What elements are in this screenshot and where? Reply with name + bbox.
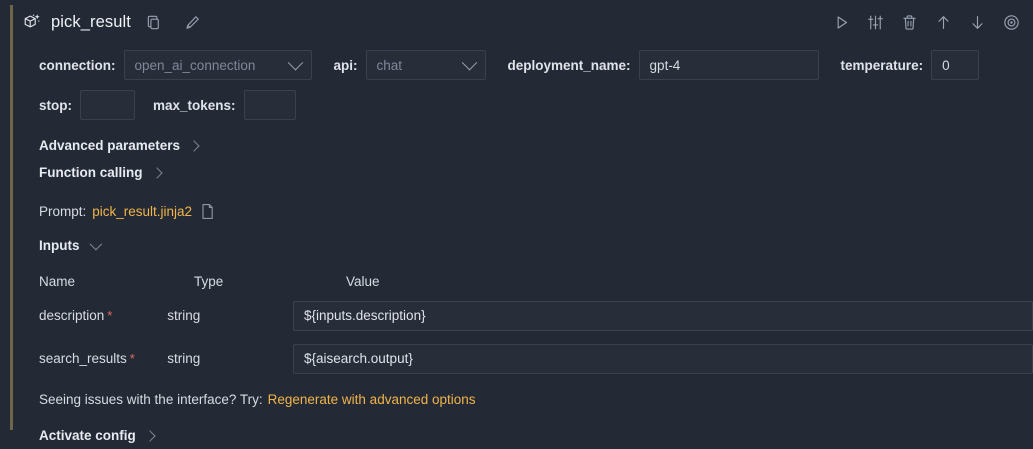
stop-label: stop: [39,97,72,113]
temperature-input[interactable]: 0 [931,50,980,80]
function-calling-label: Function calling [39,165,143,180]
api-label: api: [333,57,358,73]
inputs-section[interactable]: Inputs [0,232,1033,259]
deployment-name-value: gpt-4 [649,57,681,73]
api-select[interactable]: chat [365,50,486,80]
page-title: pick_result [51,12,131,31]
advanced-parameters-section[interactable]: Advanced parameters [0,132,1033,159]
activate-config-label: Activate config [39,428,136,443]
regenerate-hint-row: Seeing issues with the interface? Try: R… [0,386,1033,412]
advanced-parameters-label: Advanced parameters [39,138,181,153]
stop-input[interactable] [80,90,135,120]
input-name-text: search_results [39,351,127,366]
input-value-cell: ${inputs.description} [293,300,1033,331]
params-row-secondary: stop: max_tokens: [0,86,1033,124]
cube-sparkle-icon [22,12,42,32]
temperature-label: temperature: [840,57,924,73]
connection-value: open_ai_connection [134,57,256,73]
activate-config-section[interactable]: Activate config [0,422,1033,449]
column-header-value: Value [346,273,380,289]
input-value-cell: ${aisearch.output} [293,343,1033,374]
column-header-name: Name [39,273,76,289]
max-tokens-input[interactable] [243,90,296,120]
api-value: chat [376,57,403,73]
node-header: pick_result [0,0,1033,44]
table-row: description* string ${inputs.description… [39,294,1033,337]
params-row-primary: connection: open_ai_connection api: chat… [0,44,1033,86]
input-name-text: description [39,308,105,323]
prompt-row: Prompt: pick_result.jinja2 [0,196,1033,226]
regenerate-advanced-link[interactable]: Regenerate with advanced options [267,391,476,407]
max-tokens-label: max_tokens: [153,97,236,113]
prompt-file-link[interactable]: pick_result.jinja2 [92,203,193,219]
regenerate-hint-text: Seeing issues with the interface? Try: [39,391,263,407]
description-value-text: ${inputs.description} [304,308,426,323]
input-name-cell: search_results* [39,351,167,366]
required-asterisk: * [129,351,135,366]
table-row: search_results* string ${aisearch.output… [39,337,1033,380]
copy-icon[interactable] [146,14,163,31]
search-results-value-input[interactable]: ${aisearch.output} [293,343,1033,374]
deployment-name-label: deployment_name: [507,57,631,73]
chevron-right-icon [150,166,163,179]
chevron-down-icon [287,54,303,70]
node-toolbar [831,0,1021,44]
move-up-icon[interactable] [933,12,953,32]
deployment-name-input[interactable]: gpt-4 [638,50,819,80]
required-asterisk: * [107,308,113,323]
connection-label: connection: [39,57,116,73]
delete-icon[interactable] [899,12,919,32]
chevron-down-icon [89,237,102,251]
input-name-cell: description* [39,308,167,323]
search-results-value-text: ${aisearch.output} [304,351,413,366]
run-icon[interactable] [831,12,851,32]
table-header-row: Name Type Value [39,268,1033,294]
chevron-down-icon [461,54,477,70]
inputs-table: Name Type Value description* string ${in… [0,268,1033,380]
selected-node-accent-bar [10,5,13,430]
move-down-icon[interactable] [967,12,987,32]
chevron-right-icon [144,429,156,442]
connection-select[interactable]: open_ai_connection [123,50,312,80]
pencil-edit-icon[interactable] [184,14,201,31]
temperature-value: 0 [942,57,950,73]
input-type-cell: string [167,351,201,366]
function-calling-section[interactable]: Function calling [0,159,1033,186]
target-icon[interactable] [1001,12,1021,32]
inputs-label: Inputs [39,238,80,253]
input-type-cell: string [167,308,201,323]
settings-icon[interactable] [865,12,885,32]
prompt-label: Prompt: [39,203,87,219]
chevron-right-icon [188,139,200,152]
file-icon[interactable] [200,203,215,220]
description-value-input[interactable]: ${inputs.description} [293,300,1033,331]
node-body: connection: open_ai_connection api: chat… [0,44,1033,449]
column-header-type: Type [194,273,224,289]
